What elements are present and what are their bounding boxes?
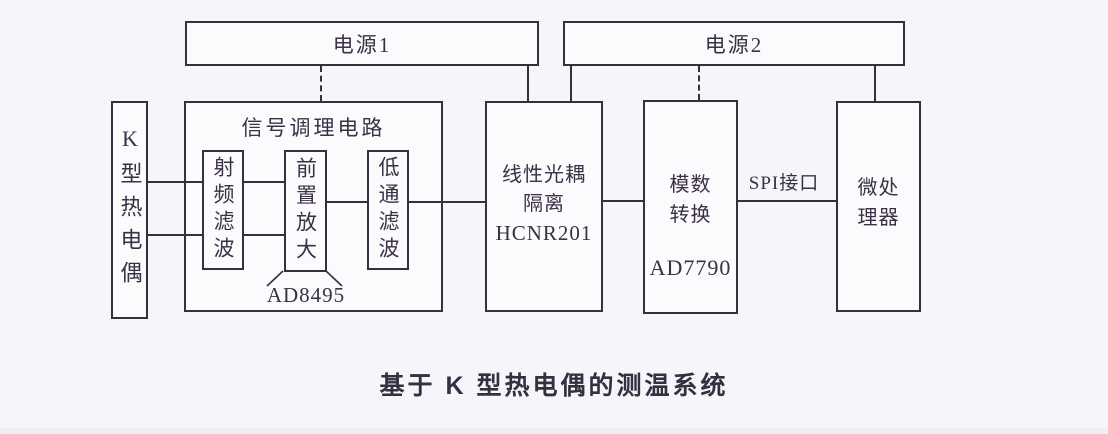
thermocouple-label: K型热电偶: [117, 126, 143, 294]
microprocessor-box: 微处 理器: [836, 101, 921, 312]
ad8495-callout-lines: [266, 270, 343, 287]
wire-power2-to-adc: [698, 66, 700, 100]
adc-line2: 转换: [669, 204, 712, 226]
ad7790-chip-label: AD7790: [649, 255, 732, 280]
optocoupler-line1: 线性光耦: [502, 164, 586, 186]
power2-box: 电源2: [563, 21, 905, 66]
wire-power2-to-optocoupler: [570, 66, 572, 101]
wire-thermocouple-to-rf-upper: [148, 181, 204, 183]
wire-rf-to-preamp-upper: [244, 181, 286, 183]
lowpass-filter-label: 低通滤波: [376, 156, 400, 264]
microprocessor-line2: 理器: [857, 207, 900, 229]
signal-conditioning-title: 信号调理电路: [241, 116, 386, 140]
thermocouple-box: K型热电偶: [111, 101, 148, 319]
rf-filter-box: 射频滤波: [202, 150, 244, 270]
microprocessor-line1: 微处: [857, 177, 900, 199]
rf-filter-label: 射频滤波: [211, 156, 235, 264]
wire-thermocouple-to-rf-lower: [148, 234, 204, 236]
diagram-caption: 基于 K 型热电偶的测温系统: [379, 372, 729, 400]
adc-line1: 模数: [669, 174, 712, 196]
ad8495-chip-label: AD8495: [266, 283, 346, 307]
wire-power2-to-microprocessor: [874, 66, 876, 101]
power1-box: 电源1: [185, 21, 539, 66]
adc-box: 模数 转换 AD7790: [643, 100, 738, 314]
preamp-label: 前置放大: [293, 157, 318, 265]
wire-optocoupler-to-adc: [603, 200, 645, 202]
power1-label: 电源1: [332, 32, 392, 57]
wire-adc-to-microprocessor: [738, 200, 838, 202]
wire-lowpass-to-optocoupler: [409, 201, 487, 203]
optocoupler-box: 线性光耦 隔离 HCNR201: [485, 101, 603, 312]
wire-power1-to-signal-conditioning: [320, 66, 322, 101]
wire-power1-to-optocoupler: [527, 66, 529, 101]
power2-label: 电源2: [704, 32, 764, 57]
wire-rf-to-preamp-lower: [244, 234, 286, 236]
bottom-edge-strip: [0, 428, 1108, 434]
optocoupler-line2: 隔离: [523, 193, 565, 215]
hcnr201-chip-label: HCNR201: [495, 221, 593, 245]
lowpass-filter-box: 低通滤波: [367, 150, 409, 270]
spi-interface-label: SPI接口: [748, 173, 820, 194]
wire-preamp-to-lowpass: [327, 201, 369, 203]
signal-conditioning-box: 信号调理电路 射频滤波 前置放大 低通滤波: [184, 101, 443, 312]
preamp-box: 前置放大: [284, 150, 327, 272]
